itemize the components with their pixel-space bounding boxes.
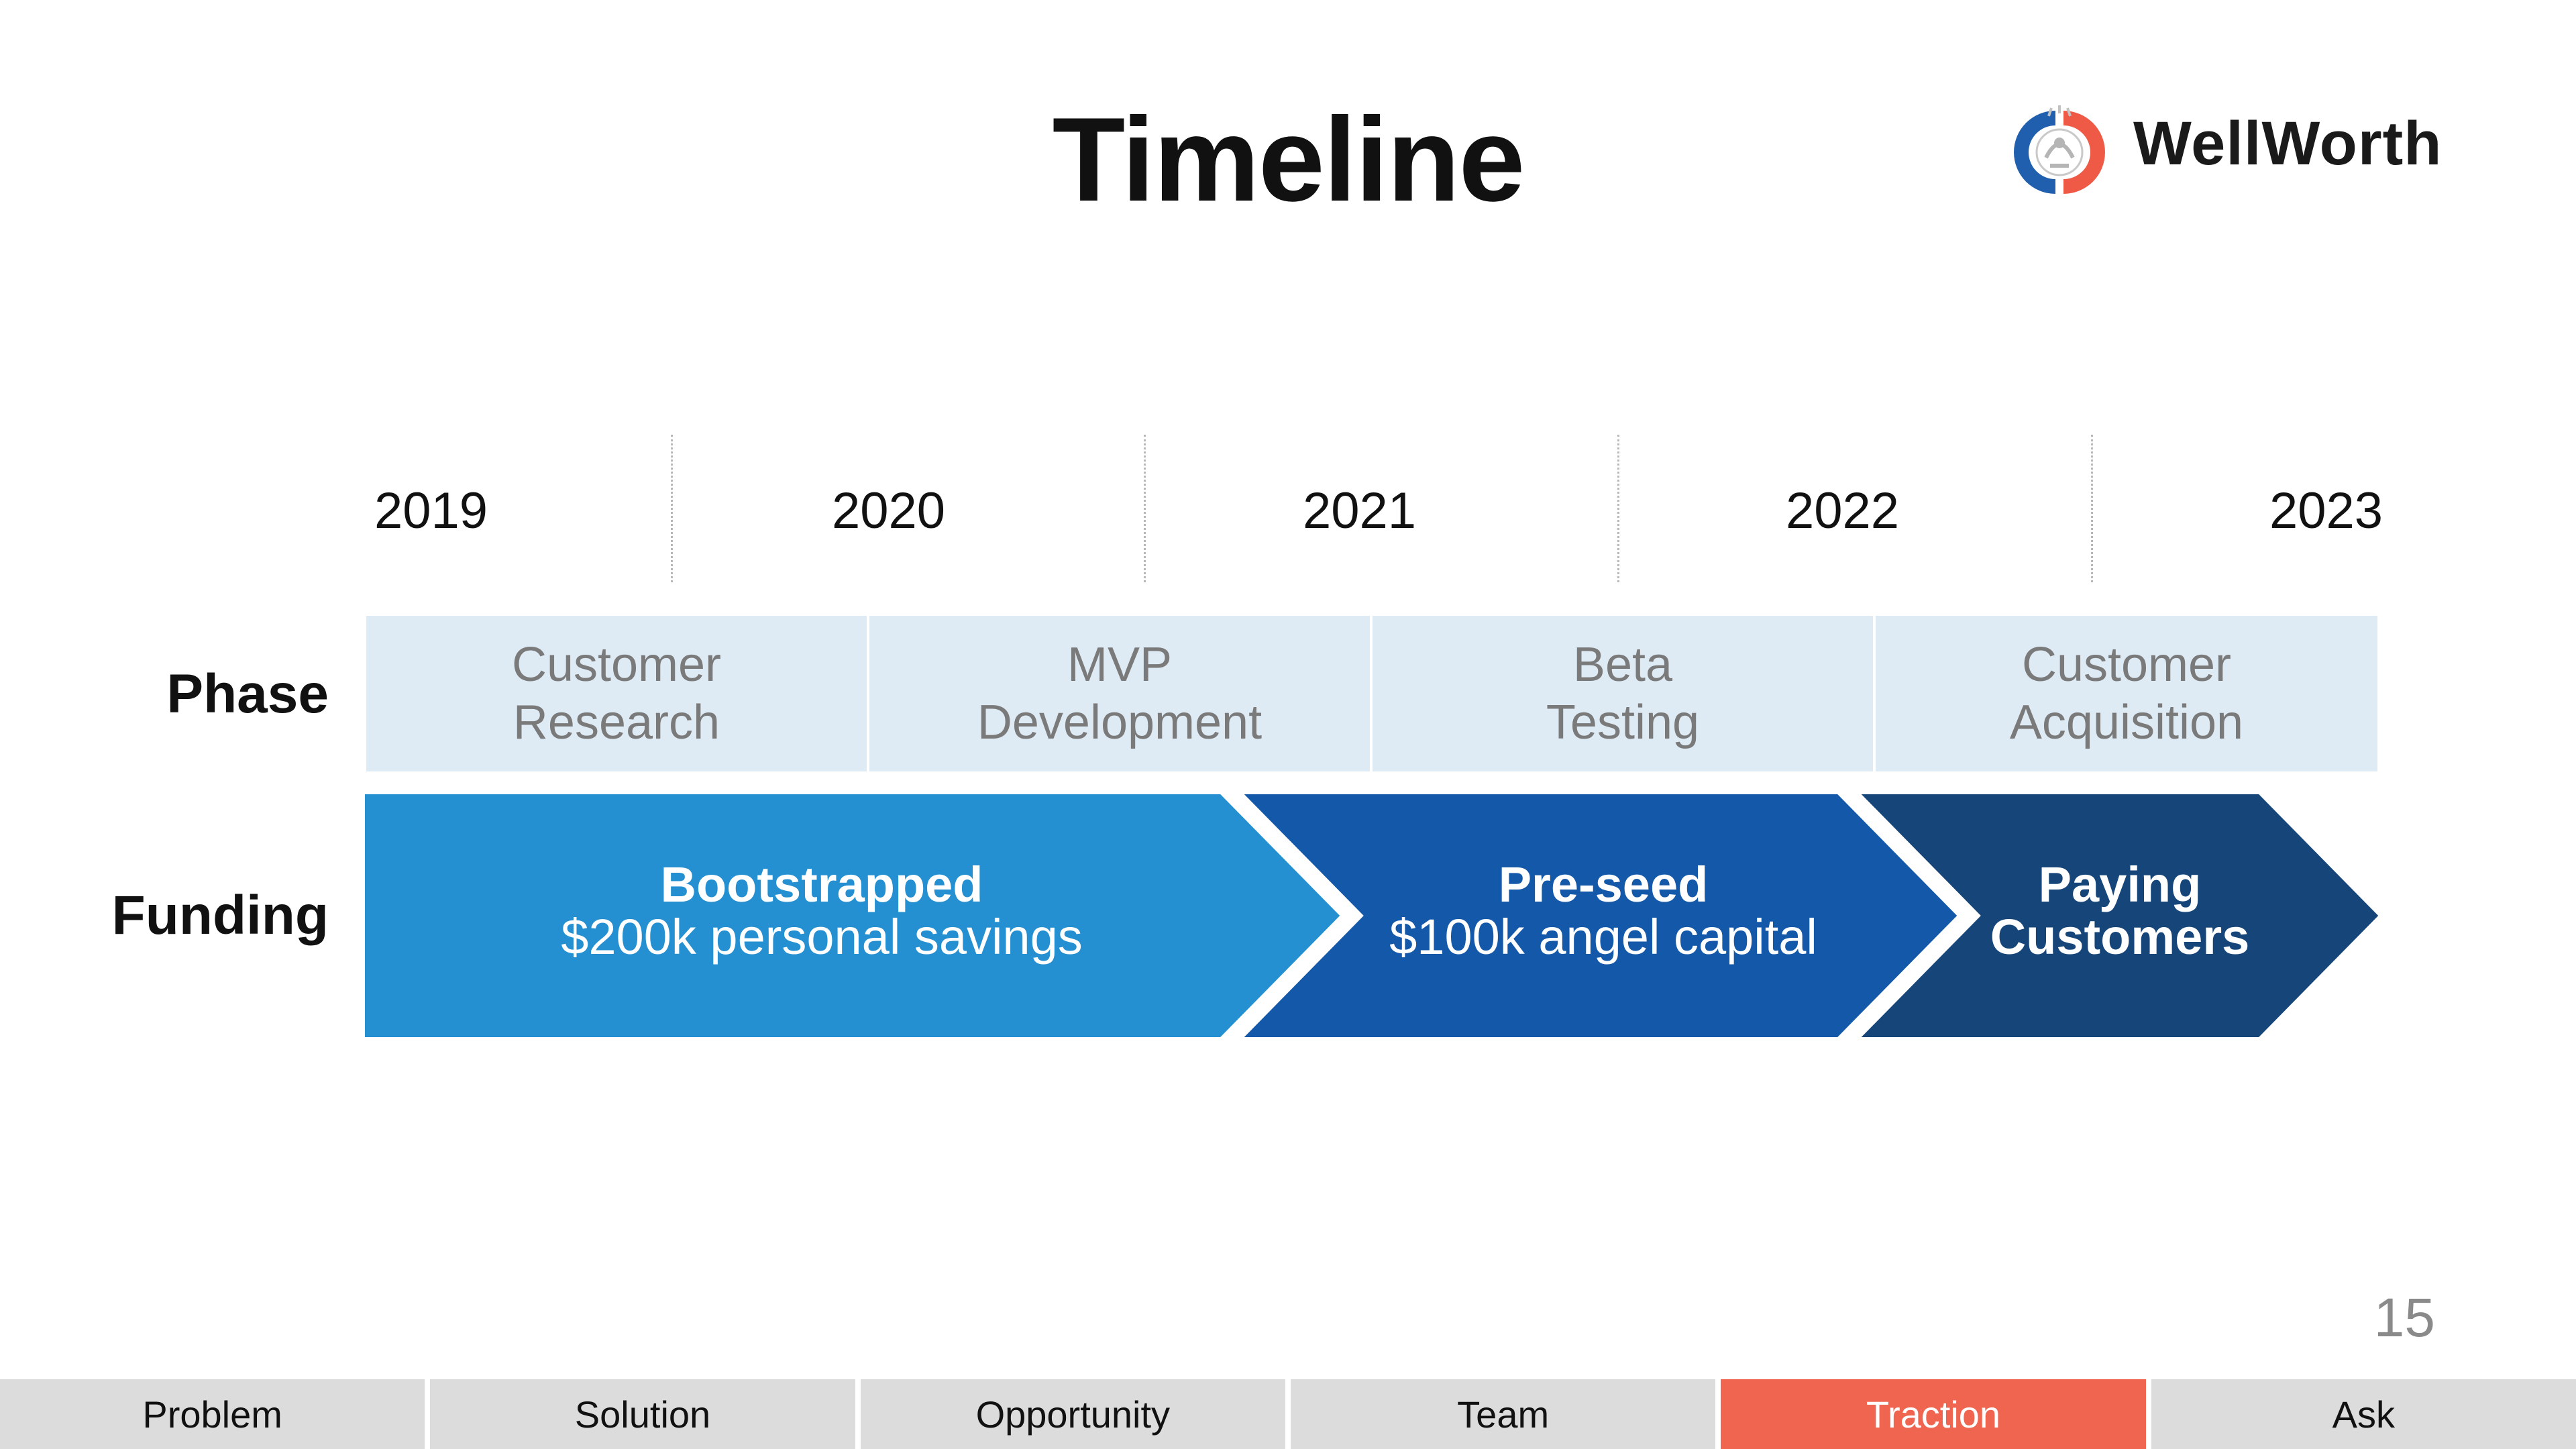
year-divider [1617, 435, 1619, 582]
funding-text-bootstrapped: Bootstrapped $200k personal savings [416, 859, 1228, 963]
page-number: 15 [2373, 1287, 2435, 1348]
nav-tab-team[interactable]: Team [1290, 1379, 1721, 1449]
phase-beta-testing: Beta Testing [1373, 616, 1873, 771]
funding-chevron-bootstrapped [362, 792, 1344, 1040]
funding-subtitle: Customers [1990, 909, 2250, 965]
year-label-2019: 2019 [374, 482, 488, 539]
phase-mvp-development: MVP Development [869, 616, 1370, 771]
phase-customer-acquisition: Customer Acquisition [1876, 616, 2377, 771]
nav-tab-ask[interactable]: Ask [2151, 1379, 2576, 1449]
year-label-2023: 2023 [2269, 482, 2383, 539]
section-nav-bar: Problem Solution Opportunity Team Tracti… [0, 1379, 2576, 1449]
wellworth-logo-icon [2014, 105, 2105, 194]
nav-tab-traction[interactable]: Traction [1721, 1379, 2151, 1449]
nav-tab-opportunity[interactable]: Opportunity [860, 1379, 1291, 1449]
year-divider [2091, 435, 2093, 582]
funding-row-label: Funding [111, 885, 329, 946]
funding-chevron-pre-seed [1238, 792, 1961, 1040]
funding-title: Paying [2038, 857, 2202, 912]
phase-customer-research: Customer Research [366, 616, 867, 771]
year-divider [1144, 435, 1146, 582]
funding-title: Bootstrapped [660, 857, 983, 912]
phase-row-label: Phase [166, 663, 329, 724]
funding-chevron-paying-customers [1855, 792, 2381, 1040]
year-label-2021: 2021 [1303, 482, 1417, 539]
funding-text-pre-seed: Pre-seed $100k angel capital [1335, 859, 1872, 963]
year-label-2022: 2022 [1786, 482, 1900, 539]
funding-title: Pre-seed [1498, 857, 1709, 912]
nav-tab-problem[interactable]: Problem [0, 1379, 431, 1449]
funding-subtitle: $200k personal savings [561, 909, 1083, 965]
funding-text-paying-customers: Paying Customers [1932, 859, 2308, 963]
funding-chevrons [362, 792, 2381, 1040]
brand-name: WellWorth [2133, 109, 2443, 178]
nav-tab-solution[interactable]: Solution [430, 1379, 861, 1449]
slide-title: Timeline [1052, 93, 1525, 226]
funding-subtitle: $100k angel capital [1389, 909, 1817, 965]
year-divider [671, 435, 673, 582]
year-label-2020: 2020 [832, 482, 946, 539]
